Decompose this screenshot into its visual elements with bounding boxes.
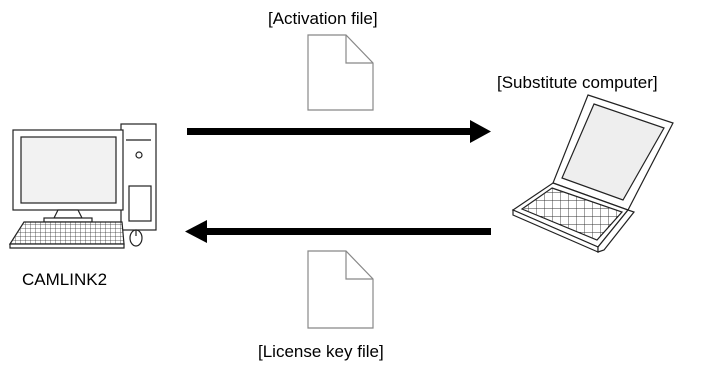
arrow-to-substitute (187, 120, 491, 143)
license-document-icon (307, 250, 374, 329)
desktop-computer-icon (8, 123, 157, 249)
activation-file-label: [Activation file] (268, 9, 378, 28)
arrow-to-camlink (185, 220, 491, 243)
camlink-label: CAMLINK2 (22, 270, 108, 289)
laptop-computer-icon (511, 94, 674, 253)
substitute-computer-label: [Substitute computer] (497, 73, 658, 92)
activation-document-icon (307, 34, 374, 111)
license-key-file-label: [License key file] (258, 342, 384, 361)
